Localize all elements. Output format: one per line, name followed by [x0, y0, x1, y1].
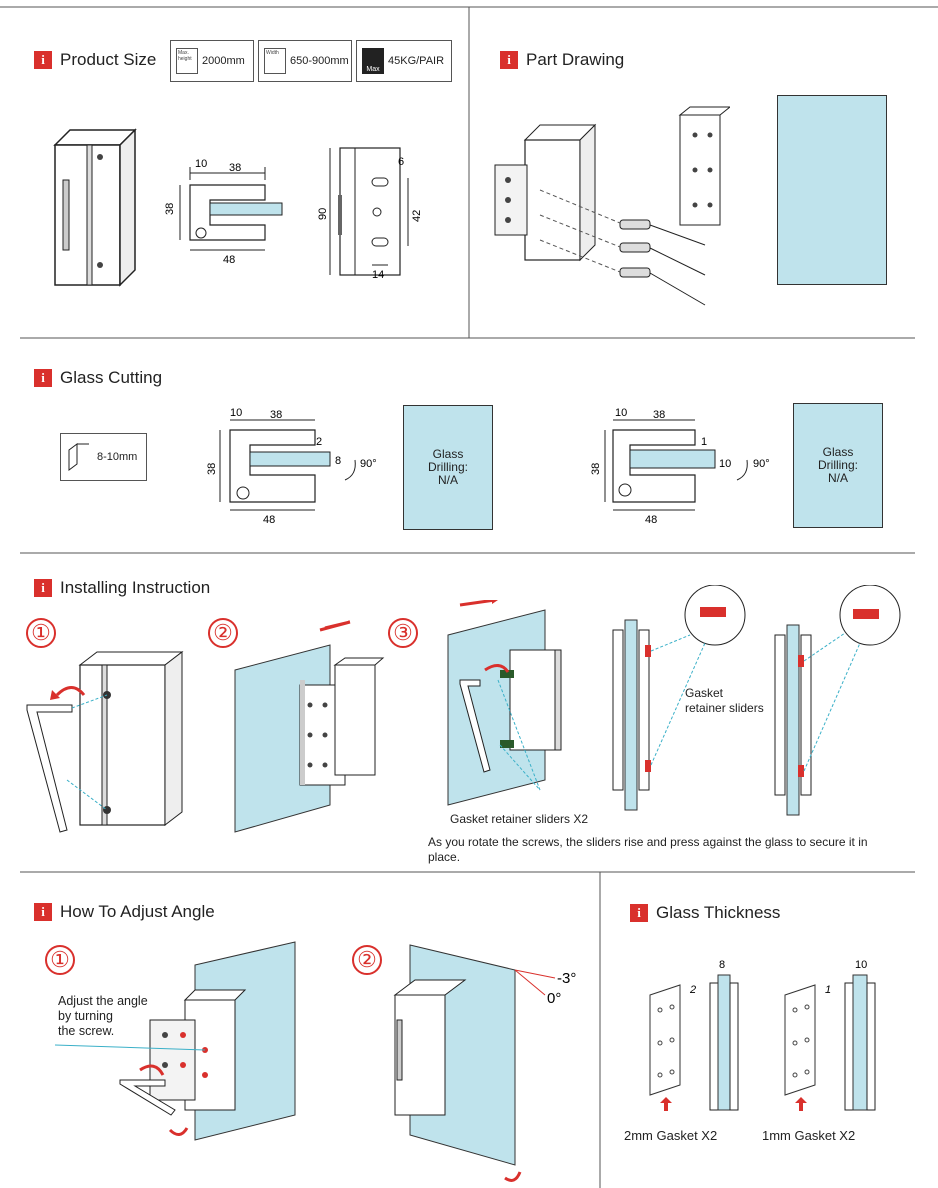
glass-panel — [777, 95, 887, 285]
gasket-x2-label: Gasket retainer sliders X2 — [450, 812, 589, 826]
dim-label: 38 — [653, 409, 665, 421]
glass-drilling-left: Glass Drilling: N/A — [403, 405, 493, 530]
caption-2mm: 2mm Gasket X2 — [624, 1128, 718, 1143]
spec-value: 2000mm — [202, 55, 245, 67]
dim-label: 14 — [372, 269, 384, 281]
spec-load: Max 45KG/PAIR — [356, 40, 452, 82]
spec-width: Width 650-900mm — [258, 40, 352, 82]
install-step-3-drawing — [447, 600, 562, 806]
dim-label: 38 — [270, 409, 282, 421]
dim-label: 2 — [316, 436, 322, 448]
dim-label: 10 — [230, 407, 242, 419]
info-icon: i — [500, 51, 518, 69]
caption-1mm: 1mm Gasket X2 — [762, 1128, 856, 1143]
dim-label: 10 — [615, 407, 627, 419]
info-icon: i — [34, 579, 52, 597]
glass-label: 10 — [855, 959, 867, 971]
adjust-instruction: Adjust the angle by turning the screw. — [58, 994, 148, 1038]
product-size-title: Product Size — [60, 50, 157, 69]
step-1-marker: ① — [26, 618, 56, 648]
adjust-step-2-marker: ② — [352, 945, 382, 975]
glass-cutting-header: i Glass Cutting — [34, 368, 162, 388]
installing-header: i Installing Instruction — [34, 578, 210, 598]
step-3-marker: ③ — [388, 618, 418, 648]
dim-label: 90 — [317, 208, 329, 220]
dim-label: 38 — [229, 162, 241, 174]
glass-thickness-title: Glass Thickness — [656, 903, 781, 922]
side-view-drawing: 90 6 42 14 — [317, 147, 423, 281]
info-icon: i — [34, 903, 52, 921]
dim-label: 38 — [590, 463, 602, 475]
angle-neg-label: -3° — [557, 970, 576, 987]
dim-label: 38 — [206, 463, 218, 475]
install-step-1-drawing — [26, 650, 184, 833]
angle-label: 90° — [753, 458, 770, 470]
dim-label: 1 — [701, 436, 707, 448]
installing-title: Installing Instruction — [60, 578, 211, 597]
thickness-2mm-drawing: 2 8 — [649, 959, 739, 1111]
height-icon: Max. height — [176, 48, 198, 74]
gap-label: 2 — [689, 984, 696, 996]
glass-thickness-header: i Glass Thickness — [630, 903, 780, 923]
dim-label: 48 — [223, 254, 235, 265]
spec-value: 650-900mm — [290, 55, 349, 67]
part-drawing-header: i Part Drawing — [500, 50, 624, 70]
gasket-detail-drawing — [612, 585, 901, 816]
info-icon: i — [630, 904, 648, 922]
dim-label: 6 — [398, 156, 404, 168]
product-size-header: i Product Size — [34, 50, 156, 70]
dim-label: 38 — [165, 203, 176, 215]
gasket-retainer-label: Gasket retainer sliders — [685, 686, 764, 715]
dim-label: 8 — [335, 455, 341, 467]
gap-label: 1 — [825, 984, 831, 996]
part-drawing-title: Part Drawing — [526, 50, 625, 69]
glass-thickness-spec: 8-10mm — [60, 433, 147, 481]
angle-label: 90° — [360, 458, 377, 470]
info-icon: i — [34, 51, 52, 69]
info-icon: i — [34, 369, 52, 387]
adjust-step-1-marker: ① — [45, 945, 75, 975]
top-view-drawing: 10 38 38 48 — [165, 158, 283, 265]
glass-cutting-title: Glass Cutting — [60, 368, 163, 387]
glass-cutting-drawing-left: 10 38 2 8 38 48 90° — [206, 407, 377, 526]
dim-label: 48 — [645, 514, 657, 526]
glass-thickness-value: 8-10mm — [97, 451, 138, 463]
adjust-angle-header: i How To Adjust Angle — [34, 902, 215, 922]
weight-icon: Max — [362, 48, 384, 74]
glass-cutting-drawing-right: 10 38 1 10 38 48 90° — [590, 407, 770, 526]
exploded-parts-drawing — [494, 106, 730, 306]
spec-max-height: Max. height 2000mm — [170, 40, 254, 82]
step-2-marker: ② — [208, 618, 238, 648]
width-icon: Width — [264, 48, 286, 74]
dim-label: 10 — [195, 158, 207, 170]
dim-label: 10 — [719, 458, 731, 470]
glass-edge-icon — [68, 443, 89, 471]
angle-zero-label: 0° — [547, 990, 561, 1007]
install-note: As you rotate the screws, the sliders ri… — [428, 835, 868, 864]
adjust-angle-title: How To Adjust Angle — [60, 902, 215, 921]
spec-value: 45KG/PAIR — [388, 55, 445, 67]
adjust-step-1-drawing — [55, 941, 296, 1141]
hinge-product-drawing — [53, 128, 137, 287]
glass-label: 8 — [719, 959, 725, 971]
dim-label: 48 — [263, 514, 275, 526]
glass-drilling-right: Glass Drilling: N/A — [793, 403, 883, 528]
thickness-1mm-drawing: 1 10 — [784, 959, 876, 1111]
install-step-2-drawing — [234, 620, 385, 833]
dim-label: 42 — [411, 210, 423, 222]
adjust-step-2-drawing: -3° 0° — [393, 944, 576, 1182]
